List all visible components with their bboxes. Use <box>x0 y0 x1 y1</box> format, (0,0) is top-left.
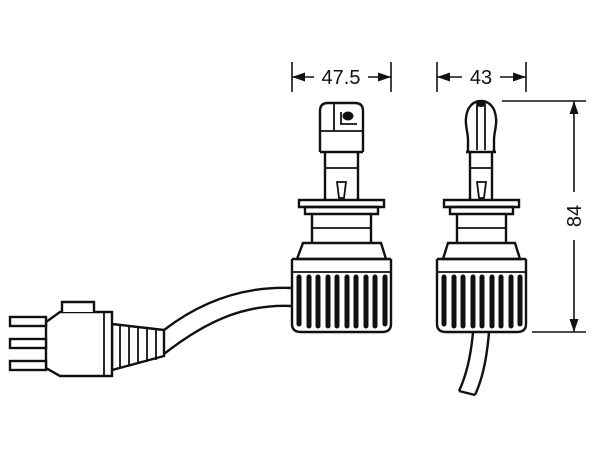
dim-front-width-label: 47.5 <box>322 67 361 89</box>
side-led-head <box>464 99 498 152</box>
front-led-head <box>318 101 365 152</box>
side-ribbed-cap <box>435 257 528 334</box>
power-connector <box>8 300 166 378</box>
side-flange <box>442 198 521 209</box>
bulb-side-view <box>435 99 528 334</box>
front-ribbed-cap <box>290 257 393 334</box>
front-shaft-key-tab <box>335 181 348 199</box>
side-head-tip <box>476 101 486 107</box>
front-flange <box>297 198 386 209</box>
connector-blade-2 <box>8 337 48 350</box>
connector-blade-1 <box>8 315 48 328</box>
connector-blade-3 <box>8 359 48 372</box>
connector-body <box>44 310 114 378</box>
dim-side-width-label: 43 <box>470 67 492 89</box>
side-cable <box>457 331 491 397</box>
front-cable <box>163 286 293 355</box>
front-collar <box>295 241 388 261</box>
dim-front-width: 47.5 <box>291 62 392 92</box>
front-head-screw <box>342 111 354 121</box>
dim-side-width: 43 <box>436 62 527 92</box>
dim-height: 84 <box>502 100 587 333</box>
side-collar <box>441 241 522 261</box>
connector-top-rib <box>60 300 96 312</box>
bulb-front-view <box>290 101 393 334</box>
dim-height-label: 84 <box>564 205 586 227</box>
front-head-bracket <box>340 112 357 125</box>
side-shaft-key-tab <box>475 181 488 199</box>
